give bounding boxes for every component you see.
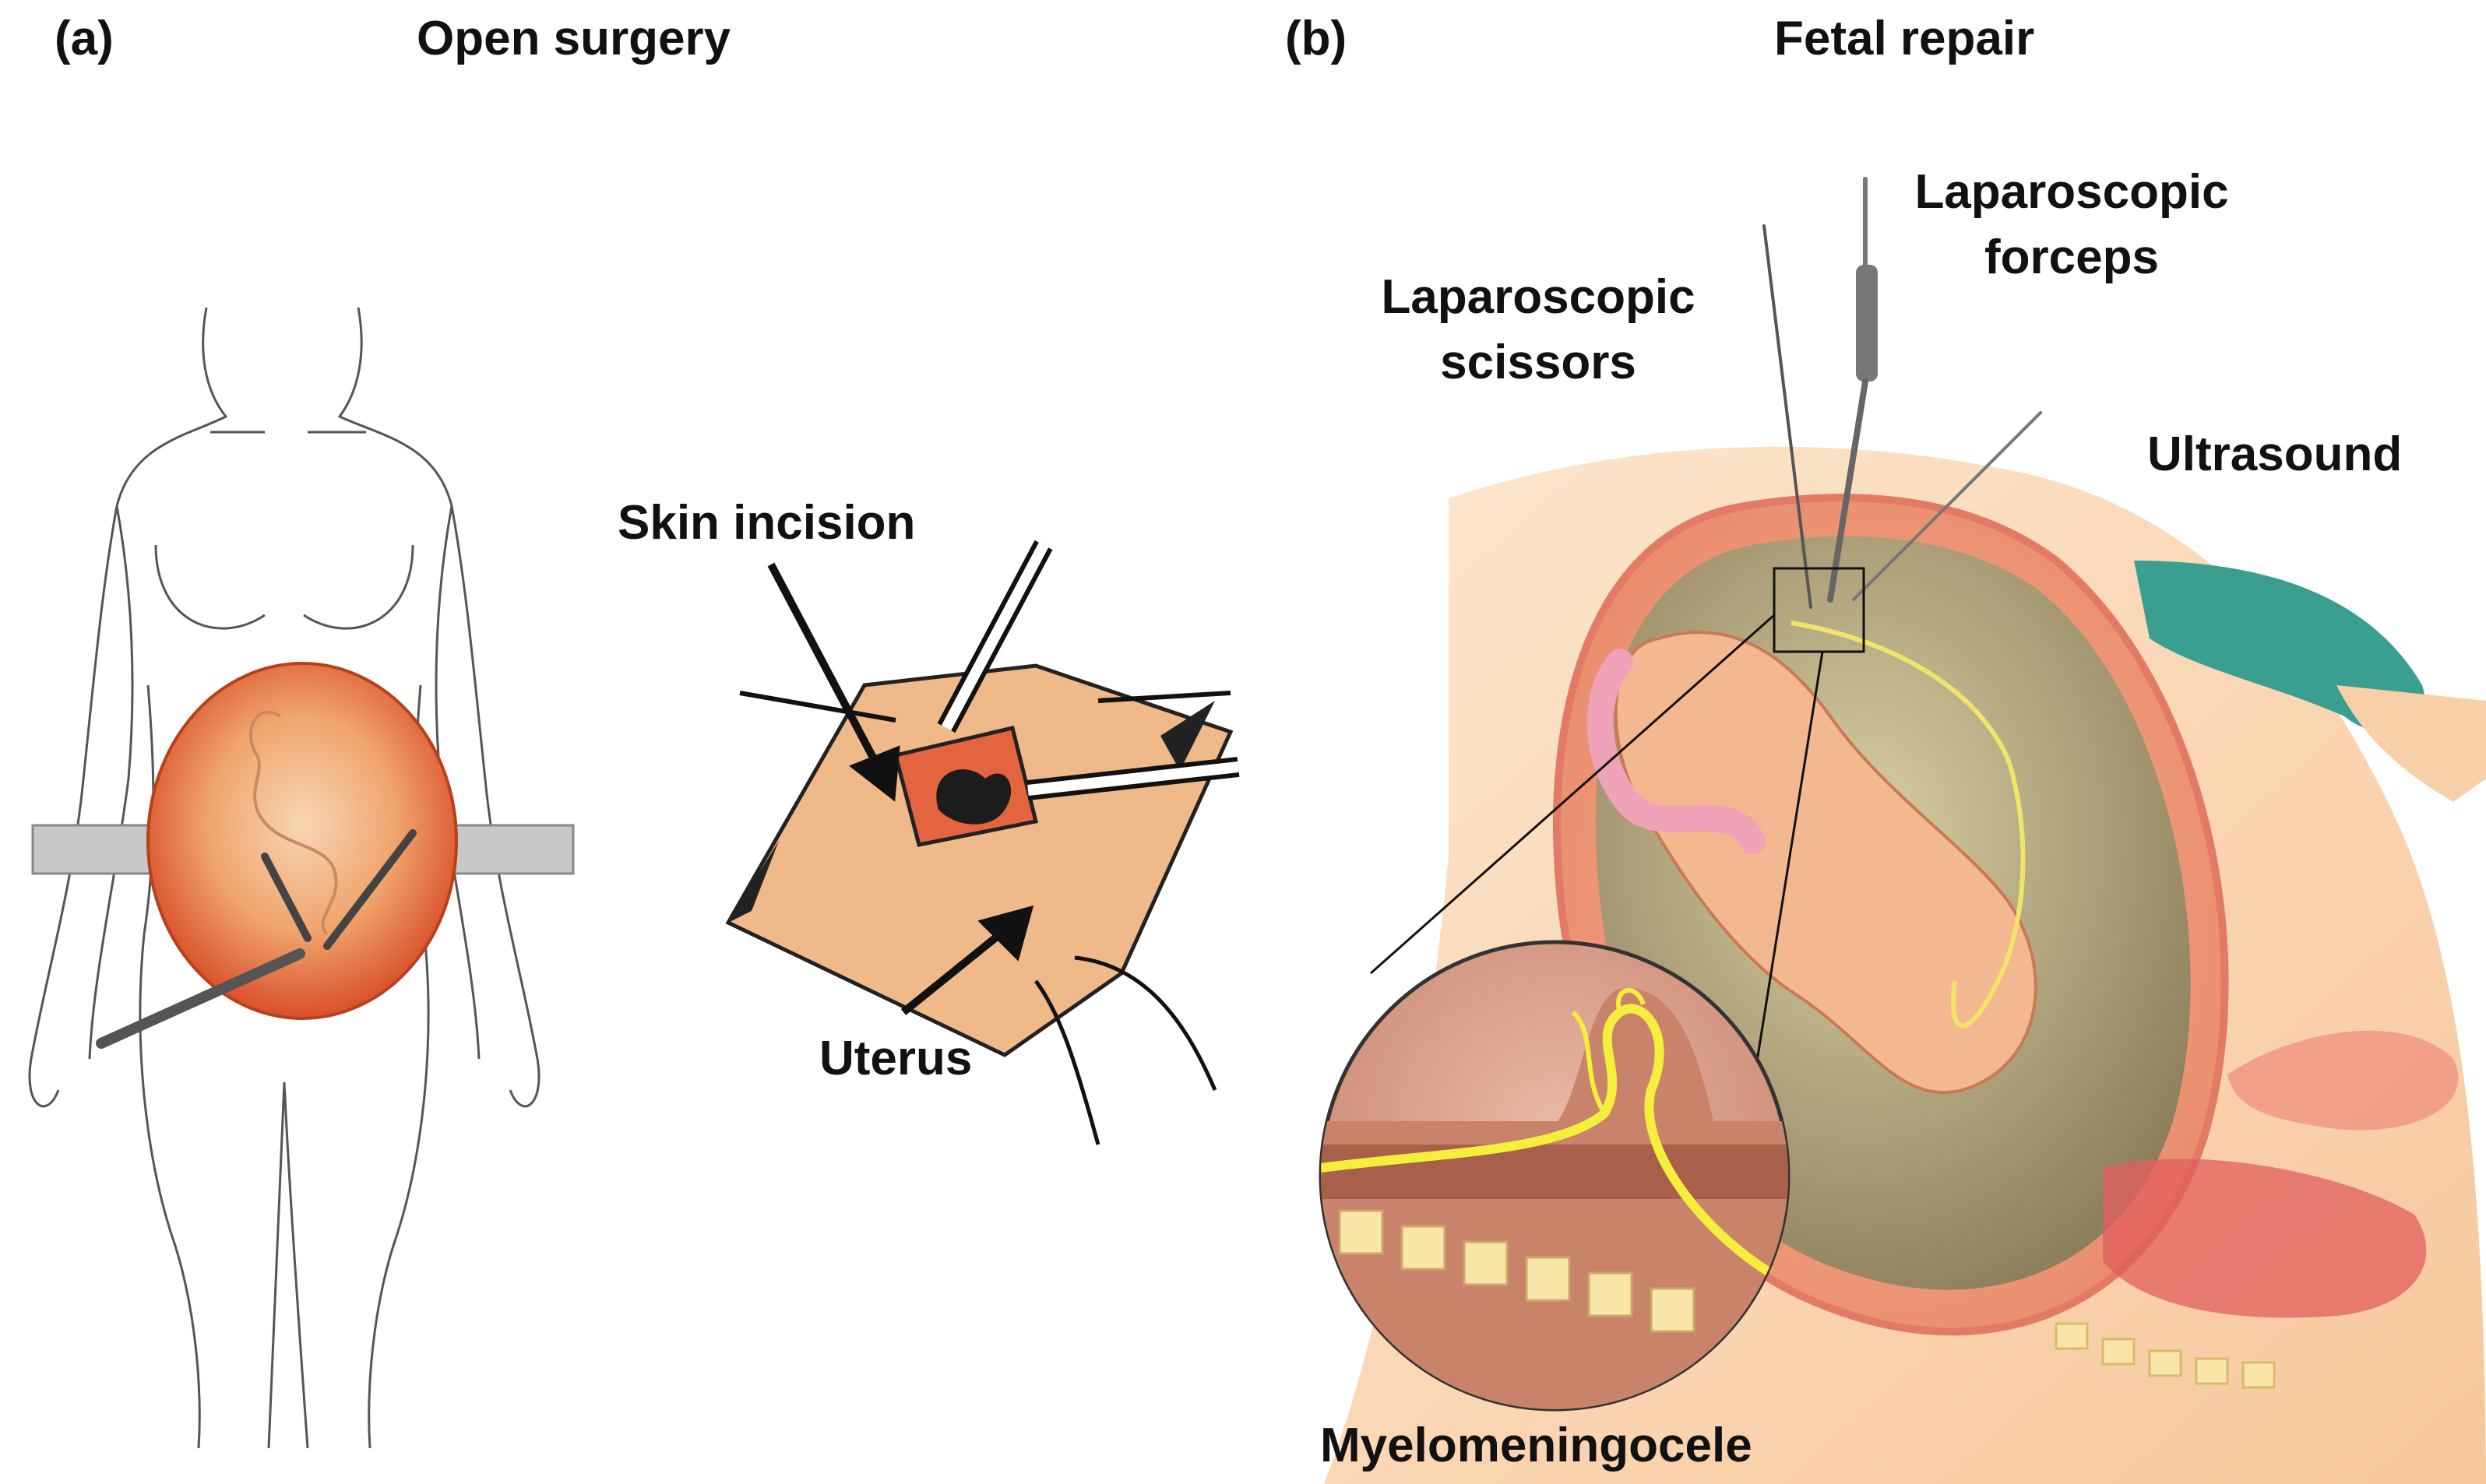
label-skin-incision: Skin incision <box>618 496 916 550</box>
panel-a-arrows <box>767 562 1034 1015</box>
panel-b-zoom-box <box>1773 567 1865 653</box>
panel-a-label: (a) <box>55 12 114 65</box>
fetus-in-incision <box>936 769 1012 825</box>
panel-b-label: (b) <box>1285 12 1347 65</box>
panel-a-retraction-band-left <box>31 824 165 875</box>
panel-b-title: Fetal repair <box>1774 12 2035 65</box>
label-laparoscopic-scissors: Laparoscopic scissors <box>1381 270 1695 389</box>
panel-a-incision-closeup <box>725 540 1240 1145</box>
panel-b-laparoscopic-instruments <box>1762 177 2042 609</box>
panel-a-fetus-silhouette <box>248 710 338 936</box>
panel-b-ultrasound-probe <box>2134 561 2486 802</box>
panel-b-umbilical-cord <box>1586 649 1766 854</box>
label-myelomeningocele: Myelomeningocele <box>1320 1419 1752 1472</box>
panel-a-retraction-band-right <box>441 824 575 875</box>
panel-b-spinal-cord <box>1791 621 2026 1029</box>
panel-b-zoom-lines <box>1370 614 1824 1091</box>
label-ultrasound: Ultrasound <box>2147 427 2403 481</box>
panel-a-title: Open surgery <box>417 12 731 65</box>
panel-a-instruments <box>96 829 417 1049</box>
label-laparoscopic-forceps: Laparoscopic forceps <box>1914 165 2229 284</box>
label-uterus: Uterus <box>819 1032 973 1085</box>
panel-a-exposed-uterus <box>146 662 458 1020</box>
panel-b-myelomeningocele-inset <box>1319 940 1791 1412</box>
